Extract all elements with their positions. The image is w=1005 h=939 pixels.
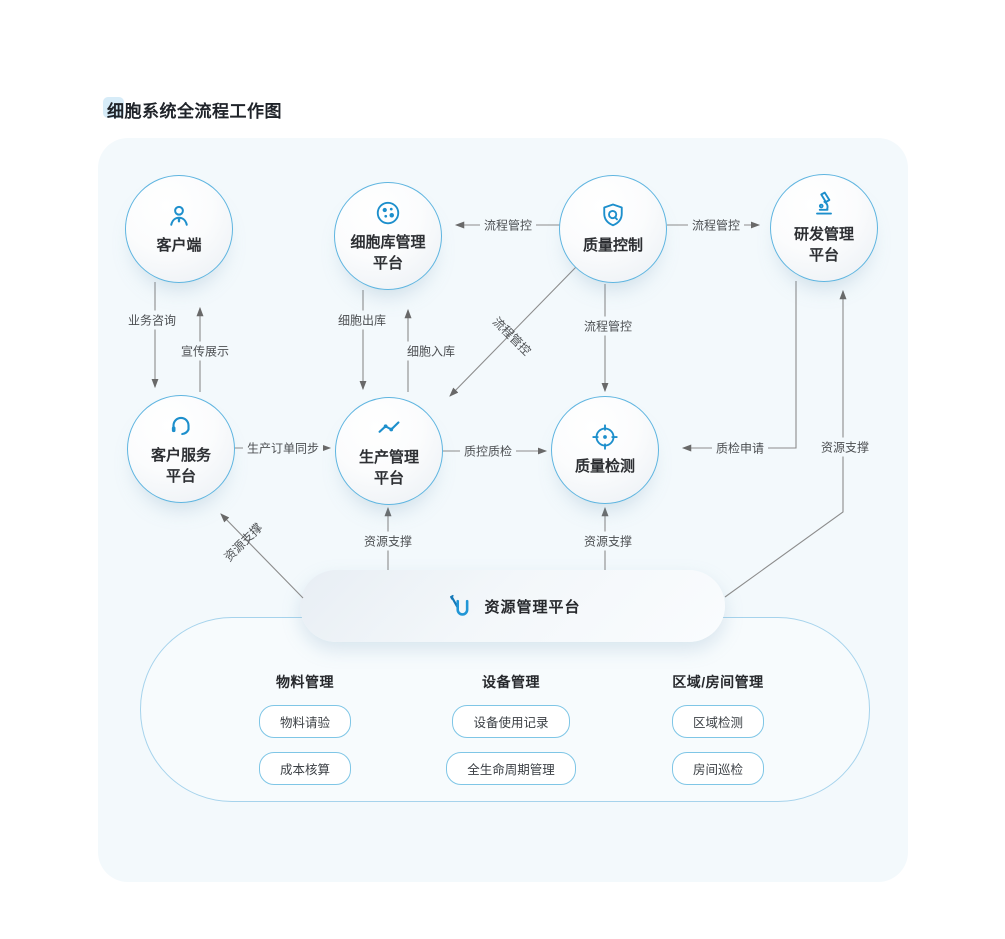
column-header: 区域/房间管理 [672,674,764,690]
resource-logo-icon [444,591,474,621]
edge-label-qc-inspection: 质控质检 [459,441,517,461]
resource-platform-label: 资源管理平台 [484,598,581,616]
column-header: 设备管理 [482,674,540,690]
node-cell-bank-platform: 细胞库管理 平台 [334,182,442,290]
edge-label-cell-inbound: 细胞入库 [402,341,460,361]
node-quality-inspection: 质量检测 [551,396,659,504]
node-label: 质量控制 [582,237,643,255]
edge-label-promotion-display: 宣传展示 [176,341,234,361]
node-label: 客户服务 [150,447,211,465]
node-label-line2: 平台 [373,469,404,487]
cells-icon [373,198,403,228]
edge-label-process-control-down: 流程管控 [579,316,637,336]
pill-material-inspection-request: 物料请验 [258,705,351,738]
node-label: 研发管理 [793,226,854,244]
pill-cost-accounting: 成本核算 [258,752,351,785]
edge-label-resource-support-inspection: 资源支撑 [579,531,637,551]
node-client: 客户端 [125,175,233,283]
node-label: 生产管理 [358,449,419,467]
node-rd-platform: 研发管理 平台 [770,174,878,282]
pill-area-detection: 区域检测 [671,705,764,738]
node-label: 客户端 [156,237,202,255]
column-area-room-management: 区域/房间管理 区域检测 房间巡检 [638,672,798,799]
column-material-management: 物料管理 物料请验 成本核算 [225,672,385,799]
edge-label-inspection-request: 质检申请 [711,438,769,458]
pill-equipment-usage-record: 设备使用记录 [452,705,570,738]
resource-platform-header: 资源管理平台 [300,570,725,642]
node-label: 细胞库管理 [350,234,426,252]
node-label: 质量检测 [574,458,635,476]
node-label-line2: 平台 [165,467,196,485]
node-customer-service-platform: 客户服务 平台 [127,395,235,503]
edge-label-order-sync: 生产订单同步 [242,438,324,458]
headset-icon [166,411,196,441]
node-production-platform: 生产管理 平台 [335,397,443,505]
target-icon [590,422,620,452]
column-header: 物料管理 [276,674,334,690]
page-title-text: 细胞系统全流程工作图 [107,102,282,121]
node-label-line2: 平台 [808,246,839,264]
edge-label-resource-support-rd: 资源支撑 [816,437,874,457]
line-chart-icon [374,413,404,443]
node-label-line2: 平台 [372,254,403,272]
edge-label-process-control-left: 流程管控 [479,215,537,235]
edge-label-process-control-right: 流程管控 [687,215,745,235]
pill-room-inspection: 房间巡检 [671,752,764,785]
page-title: 细胞系统全流程工作图 [103,97,282,122]
pill-full-lifecycle-management: 全生命周期管理 [446,752,576,785]
microscope-icon [809,190,839,220]
shield-q-icon [598,201,628,231]
edge-label-business-consult: 业务咨询 [123,310,181,330]
edge-label-resource-support-production: 资源支撑 [359,531,417,551]
column-equipment-management: 设备管理 设备使用记录 全生命周期管理 [431,672,591,799]
node-quality-control: 质量控制 [559,175,667,283]
edge-label-cell-outbound: 细胞出库 [333,310,391,330]
user-icon [164,201,194,231]
